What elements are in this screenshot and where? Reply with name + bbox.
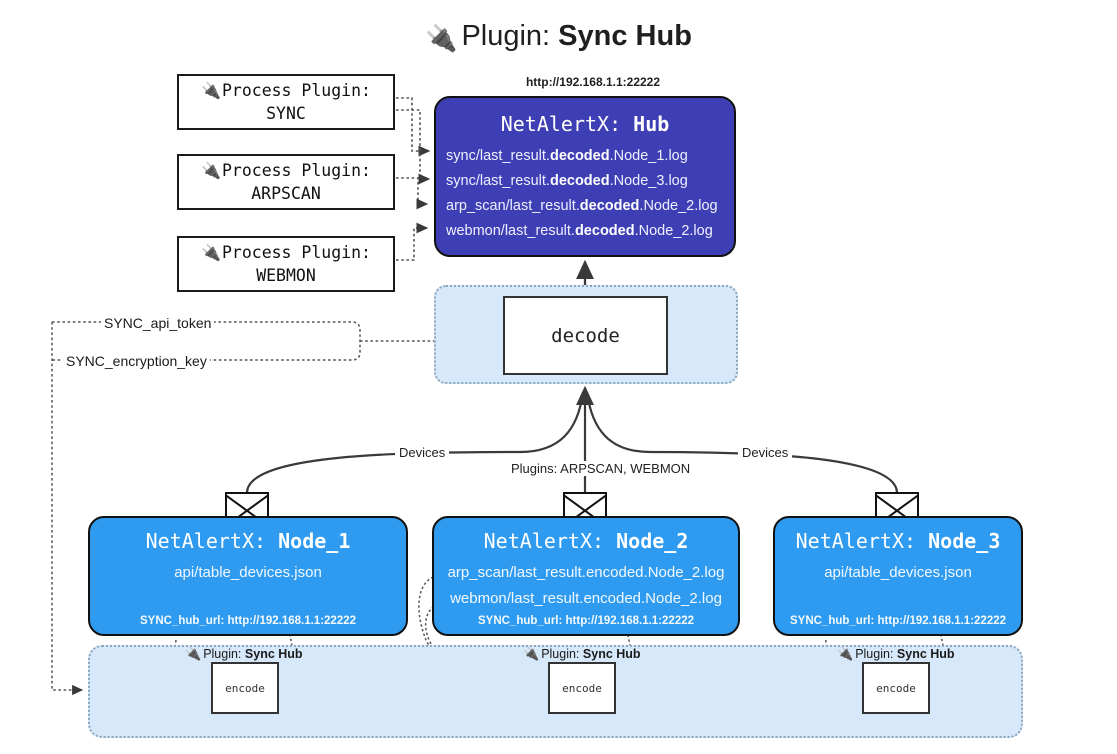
log-emphasis: decoded [579,198,640,214]
encoder-tag-value: Sync Hub [582,647,641,661]
node-header: NetAlertX: Node_2 [434,529,738,553]
encode-box-1[interactable]: encode [211,662,279,714]
log-suffix: .Node_1.log [609,148,688,164]
encode-box-2[interactable]: encode [548,662,616,714]
log-emphasis: decoded [574,223,635,239]
process-plugin-webmon[interactable]: 🔌 Process Plugin: WEBMON [177,236,395,292]
edge-label-plugins-middle: Plugins: ARPSCAN, WEBMON [507,461,695,476]
encoder-tag-label: Plugin: [203,647,242,661]
log-prefix: webmon/last_result. [446,223,575,239]
hub-prefix: NetAlertX: [500,112,622,136]
process-plugin-name: ARPSCAN [251,184,321,203]
log-emphasis: decoded [549,148,610,164]
node-header: NetAlertX: Node_3 [775,529,1021,553]
plug-icon: 🔌 [185,646,202,661]
process-plugin-name: WEBMON [256,266,316,285]
hub-log-row: webmon/last_result.decoded.Node_2.log [446,219,734,244]
node-name: Node_1 [278,529,351,553]
process-plugin-label: Process Plugin: [221,81,371,100]
hub-url-label: http://192.168.1.1:22222 [525,75,661,89]
node-hub-url: SYNC_hub_url: http://192.168.1.1:22222 [477,615,695,627]
log-suffix: .Node_3.log [609,173,688,189]
node-name: Node_3 [928,529,1001,553]
node-2[interactable]: NetAlertX: Node_2 arp_scan/last_result.e… [432,516,740,636]
page-title-label: Plugin: [461,20,551,52]
node-name: Node_2 [616,529,689,553]
plug-icon: 🔌 [523,646,540,661]
process-plugin-label: Process Plugin: [221,243,371,262]
node-content-line: api/table_devices.json [824,564,972,581]
plug-icon: 🔌 [425,23,458,53]
encoder-tag-1: 🔌 Plugin: Sync Hub [185,646,303,662]
process-plugin-sync[interactable]: 🔌 Process Plugin: SYNC [177,74,395,130]
node-header: NetAlertX: Node_1 [90,529,406,553]
hub-log-row: sync/last_result.decoded.Node_3.log [446,169,734,194]
node-content-list: api/table_devices.json [775,560,1021,586]
process-plugin-name: SYNC [266,104,306,123]
log-prefix: sync/last_result. [446,173,550,189]
hub-header: NetAlertX: Hub [436,112,734,136]
node-content-list: api/table_devices.json [90,560,406,586]
edge-label-devices-left: Devices [395,445,450,460]
encoder-tag-value: Sync Hub [244,647,303,661]
encoder-tag-label: Plugin: [855,647,894,661]
node-prefix: NetAlertX: [145,529,267,553]
node-hub-url: SYNC_hub_url: http://192.168.1.1:22222 [789,615,1007,627]
hub-log-row: arp_scan/last_result.decoded.Node_2.log [446,194,734,219]
log-suffix: .Node_2.log [639,198,718,214]
hub-node[interactable]: NetAlertX: Hub sync/last_result.decoded.… [434,96,736,257]
node-content-line: webmon/last_result.encoded.Node_2.log [450,590,722,607]
encoder-tag-3: 🔌 Plugin: Sync Hub [837,646,955,662]
node-content-line: api/table_devices.json [174,564,322,581]
sync-api-token-label: SYNC_api_token [101,315,215,331]
hub-name: Hub [633,112,670,136]
node-content-list: arp_scan/last_result.encoded.Node_2.log … [434,560,738,612]
edge-label-devices-right: Devices [738,445,793,460]
node-content-line: arp_scan/last_result.encoded.Node_2.log [447,564,725,581]
node-hub-url: SYNC_hub_url: http://192.168.1.1:22222 [139,615,357,627]
sync-encryption-key-label: SYNC_encryption_key [63,353,210,369]
node-prefix: NetAlertX: [795,529,917,553]
page-title-value: Sync Hub [558,20,692,52]
log-emphasis: decoded [549,173,610,189]
encoder-tag-2: 🔌 Plugin: Sync Hub [523,646,641,662]
decode-box[interactable]: decode [503,296,668,375]
page-title: 🔌Plugin: Sync Hub [0,14,1117,60]
hub-log-row: sync/last_result.decoded.Node_1.log [446,144,734,169]
plug-icon: 🔌 [201,81,221,100]
encode-box-3[interactable]: encode [862,662,930,714]
hub-log-list: sync/last_result.decoded.Node_1.log sync… [436,144,734,244]
log-prefix: arp_scan/last_result. [446,198,580,214]
node-3[interactable]: NetAlertX: Node_3 api/table_devices.json… [773,516,1023,636]
log-suffix: .Node_2.log [634,223,713,239]
encoder-tag-label: Plugin: [541,647,580,661]
process-plugin-label: Process Plugin: [221,161,371,180]
encoder-tag-value: Sync Hub [896,647,955,661]
node-1[interactable]: NetAlertX: Node_1 api/table_devices.json… [88,516,408,636]
plug-icon: 🔌 [837,646,854,661]
plug-icon: 🔌 [201,161,221,180]
node-prefix: NetAlertX: [483,529,605,553]
plug-icon: 🔌 [201,243,221,262]
log-prefix: sync/last_result. [446,148,550,164]
process-plugin-arpscan[interactable]: 🔌 Process Plugin: ARPSCAN [177,154,395,210]
